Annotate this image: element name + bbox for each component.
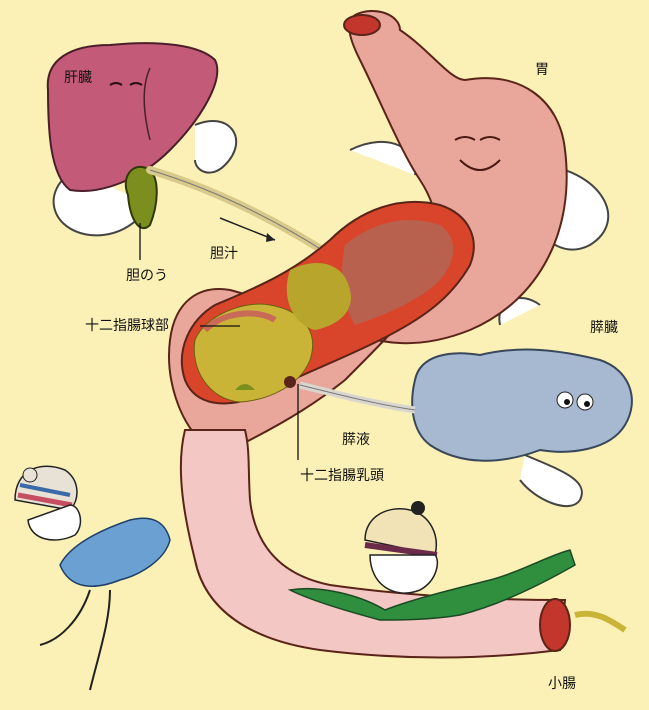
- label-stomach: 胃: [535, 62, 549, 78]
- label-liver: 肝臓: [64, 70, 92, 86]
- label-pancreatic-juice: 膵液: [342, 432, 370, 448]
- papilla-point: [284, 376, 296, 388]
- label-duodenal-bulb: 十二指腸球部: [85, 318, 169, 334]
- label-pancreas: 膵臓: [590, 320, 618, 336]
- label-small-intestine: 小腸: [548, 676, 576, 692]
- label-papilla: 十二指腸乳頭: [300, 468, 384, 484]
- label-bile: 胆汁: [210, 246, 238, 262]
- label-gallbladder: 胆のう: [126, 268, 168, 284]
- pancreas: [412, 350, 632, 461]
